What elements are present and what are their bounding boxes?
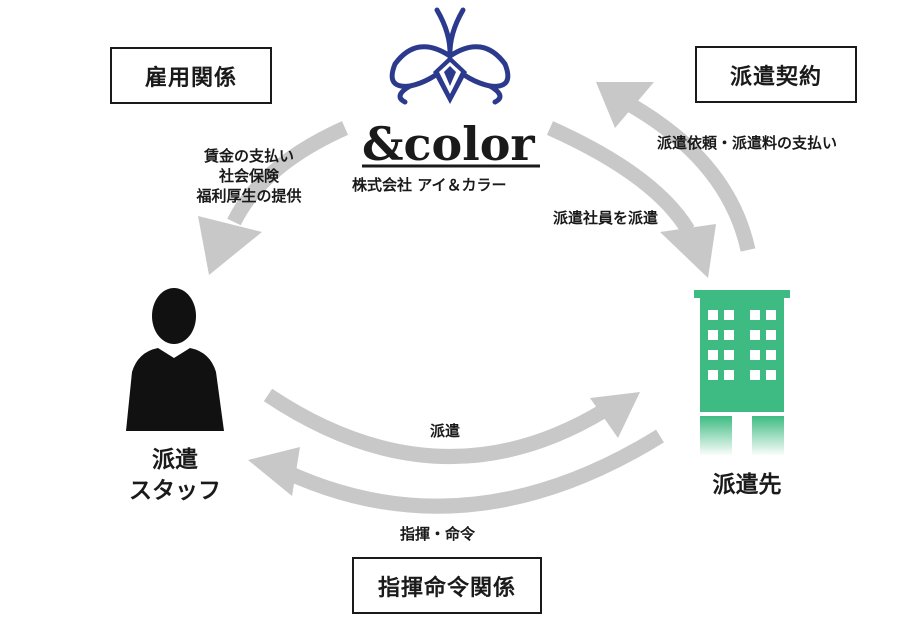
- company-name: 株式会社 アイ＆カラー: [352, 176, 507, 194]
- arrowhead-client-lower: [590, 392, 640, 438]
- employment-relationship-box: 雇用関係: [110, 47, 272, 104]
- staff-label-line: 派遣: [152, 447, 198, 473]
- employer-duties-label: 賃金の支払い 社会保険 福利厚生の提供: [154, 146, 344, 206]
- logo-text: &color: [362, 117, 535, 169]
- employer-duty-item: 福利厚生の提供: [196, 187, 302, 205]
- arrowhead-staff-lower: [248, 447, 300, 496]
- employer-duty-item: 賃金の支払い: [203, 147, 294, 165]
- arrow-company-to-staff: [227, 121, 349, 226]
- staff-label-line: スタッフ: [129, 478, 221, 504]
- command-relationship-box: 指揮命令関係: [352, 557, 542, 614]
- arrowhead-staff: [198, 216, 262, 275]
- dispatch-label: 派遣: [430, 422, 461, 440]
- send-staff-label: 派遣社員を派遣: [553, 209, 659, 227]
- command-label: 指揮・命令: [400, 525, 476, 543]
- arrow-company-to-client: [546, 121, 695, 234]
- staff-node-label: 派遣 スタッフ: [110, 445, 240, 507]
- dispatch-contract-box: 派遣契約: [695, 46, 857, 103]
- arrowhead-client: [660, 224, 716, 278]
- contract-request-label: 派遣依頼・派遣料の支払い: [657, 134, 838, 152]
- arrowhead-company: [596, 82, 654, 128]
- arrow-client-to-company: [618, 93, 756, 252]
- arrow-client-to-staff: [268, 429, 664, 514]
- office-building-icon: [694, 290, 790, 456]
- arrow-staff-to-client: [263, 388, 609, 464]
- company-wordmark: &color: [362, 117, 540, 169]
- client-node-label: 派遣先: [712, 472, 782, 498]
- butterfly-logo-icon: [389, 7, 511, 105]
- employer-duty-item: 社会保険: [218, 167, 279, 185]
- person-silhouette-icon: [126, 288, 224, 431]
